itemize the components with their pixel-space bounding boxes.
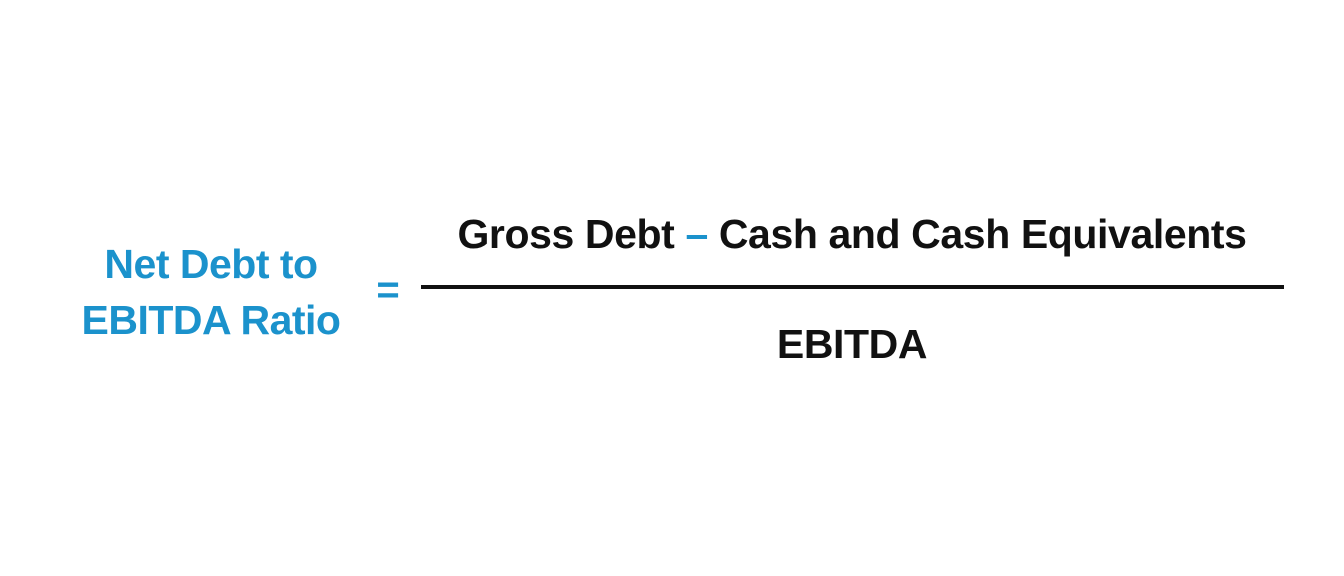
lhs-line-2: EBITDA Ratio	[81, 297, 341, 343]
equals-sign: =	[376, 268, 400, 312]
formula-numerator: Gross Debt – Cash and Cash Equivalents	[420, 206, 1284, 262]
numerator-term-gross-debt: Gross Debt	[457, 211, 675, 257]
minus-operator: –	[685, 211, 708, 257]
numerator-term-cash: Cash and Cash Equivalents	[718, 211, 1247, 257]
fraction-bar	[421, 285, 1284, 289]
lhs-line-1: Net Debt to	[104, 241, 318, 287]
formula-lhs: Net Debt to EBITDA Ratio	[60, 236, 362, 348]
formula-denominator: EBITDA	[776, 321, 928, 367]
